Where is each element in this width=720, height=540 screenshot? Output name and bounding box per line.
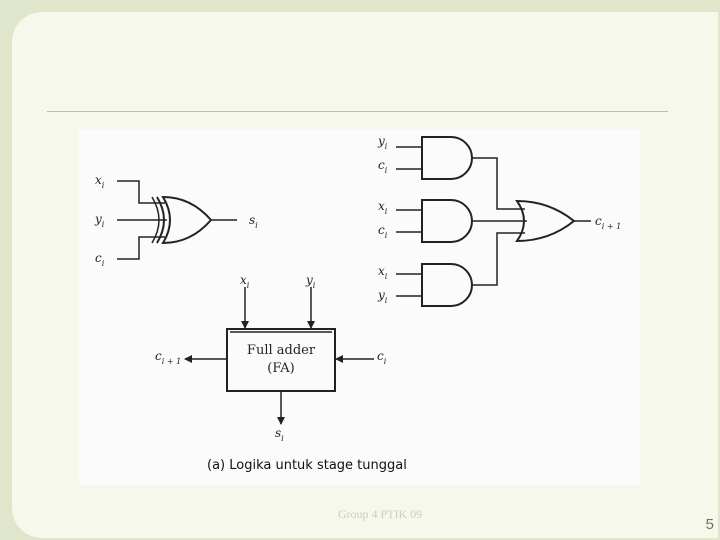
label-and2-in2: ci (378, 223, 388, 240)
label-xor-in2: yi (94, 212, 105, 229)
figure-caption: (a) Logika untuk stage tunggal (207, 458, 407, 473)
label-and2-in1: xi (378, 199, 388, 216)
label-xor-out: si (249, 213, 258, 230)
wire-xor-in1 (117, 180, 165, 204)
and-gate-3 (421, 263, 473, 307)
label-fa-in-c: ci (377, 349, 387, 366)
footer-text: Group 4 PTIK 09 (337, 507, 423, 521)
label-and3-in1: xi (378, 264, 388, 281)
fa-block-subtitle: (FA) (267, 361, 294, 376)
label-or-out: ci + 1 (595, 214, 621, 231)
page-number: 5 (705, 516, 714, 533)
full-adder-diagram: xi yi ci si yi ci xi ci xi yi ci + 1 xi … (94, 134, 621, 473)
or-gate (515, 199, 576, 243)
label-and3-in2: yi (377, 288, 388, 305)
label-xor-in3: ci (95, 251, 105, 268)
header-divider (47, 111, 668, 112)
wire-xor-in3 (117, 236, 165, 260)
and-gate-1 (421, 136, 473, 180)
label-fa-in-x: xi (240, 273, 250, 290)
label-fa-out-c: ci + 1 (155, 349, 181, 366)
label-fa-out-s: si (275, 426, 284, 443)
label-and1-in2: ci (378, 158, 388, 175)
full-adder-figure: xi yi ci si yi ci xi ci xi yi ci + 1 xi … (79, 129, 640, 485)
label-xor-in1: xi (95, 173, 105, 190)
and-gate-2 (421, 199, 473, 243)
fa-block-title: Full adder (247, 343, 316, 358)
and-or-wires (472, 157, 527, 286)
label-and1-in1: yi (377, 134, 388, 151)
fa-block (226, 328, 336, 392)
label-fa-in-y: yi (305, 273, 316, 290)
